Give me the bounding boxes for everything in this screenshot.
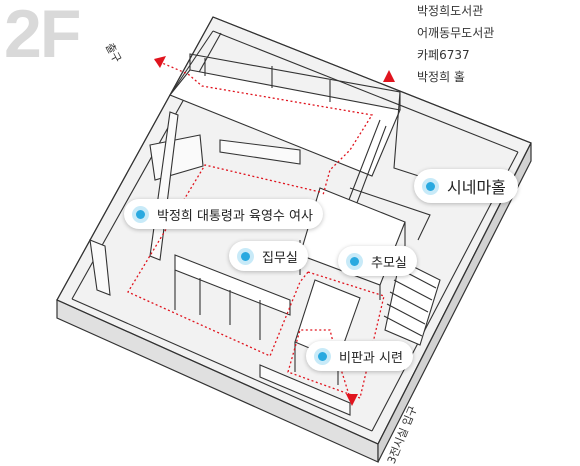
wall [219, 139, 301, 165]
room-label-cinema[interactable]: 시네마홀 [414, 169, 518, 203]
location-dot-icon [241, 251, 250, 261]
room-name: 박정희 대통령과 육영수 여사 [157, 208, 313, 224]
entrance-arrow [346, 394, 358, 406]
room-name: 추모실 [371, 255, 407, 271]
wall [259, 364, 351, 416]
location-dot-icon [318, 351, 327, 361]
legend-item: 박정희 홀 [417, 70, 465, 84]
legend: 박정희도서관 어깨동무도서관 카페6737 박정희 홀 [417, 0, 494, 88]
room-name: 비판과 시련 [339, 350, 403, 366]
room-name: 집무실 [262, 250, 298, 266]
location-dot-icon [426, 181, 435, 191]
wall [89, 239, 111, 296]
outer-wall [56, 298, 379, 445]
legend-item: 박정희도서관 [417, 4, 484, 18]
room-name: 시네마홀 [447, 178, 506, 197]
visitor-route [154, 59, 374, 196]
room-label-study[interactable]: 집무실 [229, 241, 308, 271]
exit-arrow [154, 56, 166, 68]
legend-item: 카페6737 [417, 48, 470, 62]
room-label-criticism[interactable]: 비판과 시련 [306, 341, 413, 371]
wall [169, 30, 214, 96]
floor-label: 2F [4, 0, 81, 72]
wall [174, 270, 261, 340]
stairs [383, 267, 437, 337]
up-arrow [383, 70, 395, 82]
room-label-memorial[interactable]: 추모실 [338, 246, 417, 276]
wall [349, 187, 431, 241]
room-label-exhibition[interactable]: 박정희 대통령과 육영수 여사 [124, 199, 323, 229]
location-dot-icon [136, 209, 145, 219]
outer-wall [212, 16, 532, 153]
location-dot-icon [350, 256, 359, 266]
wall [204, 58, 331, 102]
wall [174, 254, 291, 316]
wall [189, 53, 401, 110]
visitor-route [127, 164, 321, 357]
legend-item: 어깨동무도서관 [417, 26, 495, 40]
